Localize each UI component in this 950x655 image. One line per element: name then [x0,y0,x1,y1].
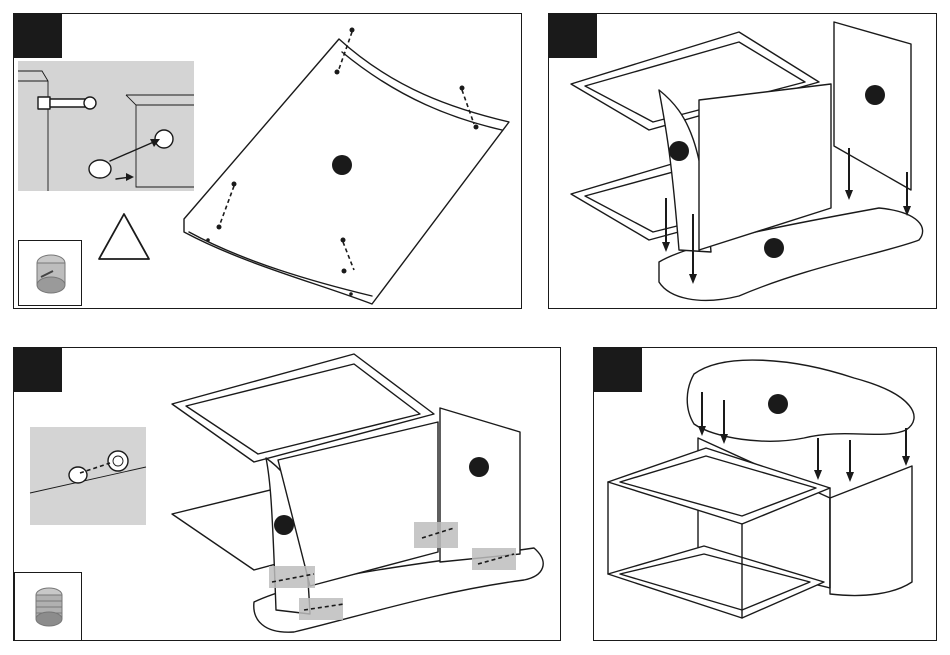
step-1-panel [13,13,522,309]
step-4-assembly-illustration [594,348,937,641]
step-3-assembly-illustration [14,348,561,641]
step-4-panel [593,347,937,641]
step-4-callout-top [768,394,788,414]
step-3-callout-right [469,457,489,477]
step-2-assembly-illustration [549,14,937,309]
step-2-callout-base [764,238,784,258]
step-2-callout-left [669,141,689,161]
step-2-callout-right [865,85,885,105]
step-1-callout-marker [332,155,352,175]
step-2-panel [548,13,937,309]
step-3-panel [13,347,561,641]
step-1-side-panel-illustration [14,14,522,309]
step-3-callout-left [274,515,294,535]
